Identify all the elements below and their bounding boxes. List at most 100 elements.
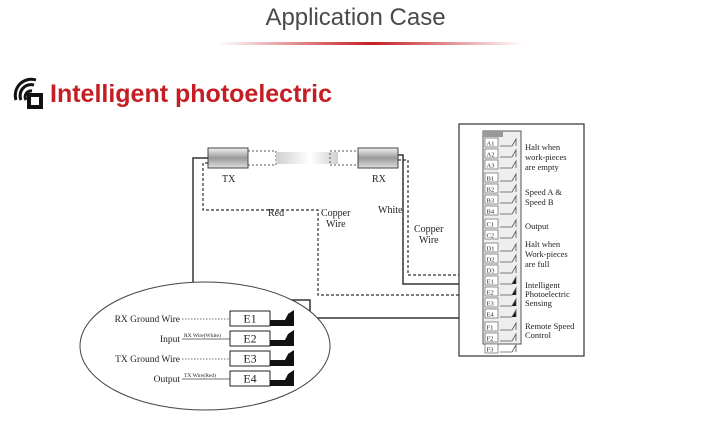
terminal-c1: C1: [484, 218, 517, 229]
terminal-label: D1: [487, 246, 495, 253]
section-header: Intelligent photoelectric: [10, 74, 332, 114]
screw-clamp-icon: [500, 253, 517, 263]
rx-copper-label-2: Wire: [419, 235, 439, 246]
title-underline: [218, 42, 524, 45]
section-title: Intelligent photoelectric: [50, 79, 332, 108]
rx-copper-wire: [398, 159, 486, 276]
terminal-e3: E3: [484, 297, 517, 308]
screw-clamp-icon: [500, 194, 517, 204]
screw-clamp-icon: [500, 297, 517, 307]
terminal-label: F2: [487, 336, 494, 343]
terminal-label: F3: [487, 347, 494, 354]
terminal-a2: A2: [484, 148, 517, 159]
screw-clamp-icon: [500, 229, 517, 239]
tx-label: TX: [222, 174, 236, 185]
detail-row-label: Input: [160, 335, 180, 345]
terminal-e1: E1: [484, 275, 517, 286]
terminal-box: [229, 330, 271, 347]
screw-clamp-icon: [500, 321, 517, 331]
terminal-b3: B3: [484, 194, 517, 205]
terminal-label: A2: [487, 152, 495, 159]
terminal-f3: F3: [484, 343, 517, 354]
halt-empty-label-2: work-pieces: [525, 152, 567, 162]
screw-clamp-icon: [500, 332, 517, 342]
terminal-e4: E4: [484, 308, 517, 319]
screw-clamp-icon: [500, 286, 517, 296]
terminal-label: F1: [487, 325, 494, 332]
detail-row-wire-label: TX Wire(Red): [184, 372, 216, 379]
clamp-icon: [270, 310, 294, 326]
detail-row-label: RX Ground Wire: [115, 315, 180, 325]
halt-full-label-3: are full: [525, 259, 550, 269]
screw-clamp-icon: [500, 205, 517, 215]
halt-full-label-2: Work-pieces: [525, 249, 568, 259]
terminal-label: A1: [487, 141, 495, 148]
terminal-b4: B4: [484, 205, 517, 216]
remote-speed-label-1: Remote Speed: [525, 321, 575, 331]
terminal-box: [229, 370, 271, 387]
white-wire-label: White: [378, 205, 403, 216]
sensing-label-3: Sensing: [525, 298, 553, 308]
terminal-f1: F1: [484, 321, 517, 332]
terminal-label: B1: [487, 176, 495, 183]
screw-clamp-icon: [500, 172, 517, 182]
terminal-d2: D2: [484, 253, 517, 264]
screw-clamp-icon: [500, 183, 517, 193]
speed-ab-label-1: Speed A &: [525, 187, 562, 197]
terminal-label: C1: [487, 222, 495, 229]
terminal-box: [229, 350, 271, 367]
terminal-d1: D1: [484, 242, 517, 253]
screw-clamp-icon: [500, 137, 517, 147]
terminal-a1: A1: [484, 137, 517, 148]
terminal-label: A3: [487, 163, 495, 170]
copper-wire-lines: [202, 159, 486, 296]
rx-sensor: RX: [310, 147, 399, 185]
terminal-label: B2: [487, 187, 495, 194]
clamp-icon: [270, 330, 294, 346]
terminal-label: E4: [487, 312, 495, 319]
tx-copper-label-2: Wire: [326, 219, 346, 230]
terminal-b1: B1: [484, 172, 517, 183]
output-label: Output: [525, 221, 549, 231]
terminal-label: B3: [487, 198, 495, 205]
tx-copper-label-1: Copper: [321, 208, 351, 219]
photoelectric-sensor-icon: [13, 77, 43, 109]
sensing-label-2: Photoelectric: [525, 289, 570, 299]
terminal-a3: A3: [484, 159, 517, 170]
clamp-icon: [270, 350, 294, 366]
screw-clamp-icon: [500, 159, 517, 169]
terminal-d3: D3: [484, 264, 517, 275]
remote-speed-label-2: Control: [525, 330, 552, 340]
speed-ab-label-2: Speed B: [525, 197, 554, 207]
terminal-e2: E2: [484, 286, 517, 297]
tx-copper-wire: [202, 162, 486, 296]
halt-empty-label-1: Halt when: [525, 142, 561, 152]
detail-row-wire-label: RX Wire(White): [184, 332, 221, 339]
tx-sensor: TX: [207, 147, 310, 185]
terminal-label: E2: [487, 290, 494, 297]
screw-clamp-icon: [500, 264, 517, 274]
detail-row-label: Output: [154, 375, 181, 385]
rx-label: RX: [372, 174, 387, 185]
terminal-box-label: E3: [243, 352, 256, 366]
terminal-box-label: E4: [243, 372, 256, 386]
terminal-c2: C2: [484, 229, 517, 240]
terminal-group-labels: Halt when work-pieces are empty Speed A …: [525, 142, 575, 340]
screw-clamp-icon: [500, 308, 517, 318]
screw-clamp-icon: [500, 275, 517, 285]
terminal-label: D2: [487, 257, 495, 264]
page-title: Application Case: [265, 4, 446, 31]
terminal-label: B4: [487, 209, 495, 216]
red-wire-label: Red: [268, 208, 284, 219]
terminal-f2: F2: [484, 332, 517, 343]
rx-copper-label-1: Copper: [414, 224, 444, 235]
